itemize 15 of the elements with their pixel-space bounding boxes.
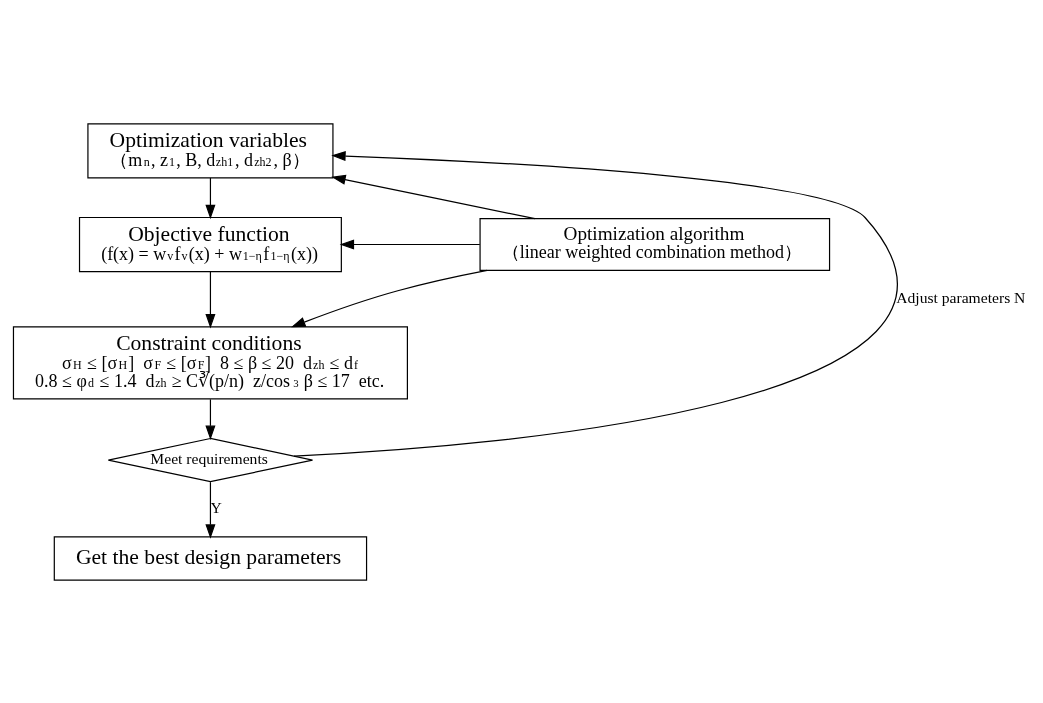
arrow [331, 174, 536, 219]
node-box: Optimization algorithm （linear weighted combination method） [479, 217, 831, 271]
arrow [291, 269, 488, 327]
node-box: Optimization variables （mn, z1, B, dzh1, dzh2, β） [87, 122, 334, 178]
node-box: Get the best design parameters [53, 535, 368, 581]
arrow [205, 176, 216, 219]
arrow [205, 270, 216, 328]
arrow [339, 238, 481, 250]
edge-label: Y [210, 498, 222, 516]
node-box: Objective function (f(x) = wvfv(x) + w1−ηf1−η(x)) [78, 216, 342, 272]
arrow [293, 150, 897, 457]
arrow [205, 398, 216, 440]
node-diamond: Meet requirements [107, 437, 314, 482]
edge-label: Adjust parameters N [896, 288, 1026, 306]
arrow [205, 481, 216, 539]
